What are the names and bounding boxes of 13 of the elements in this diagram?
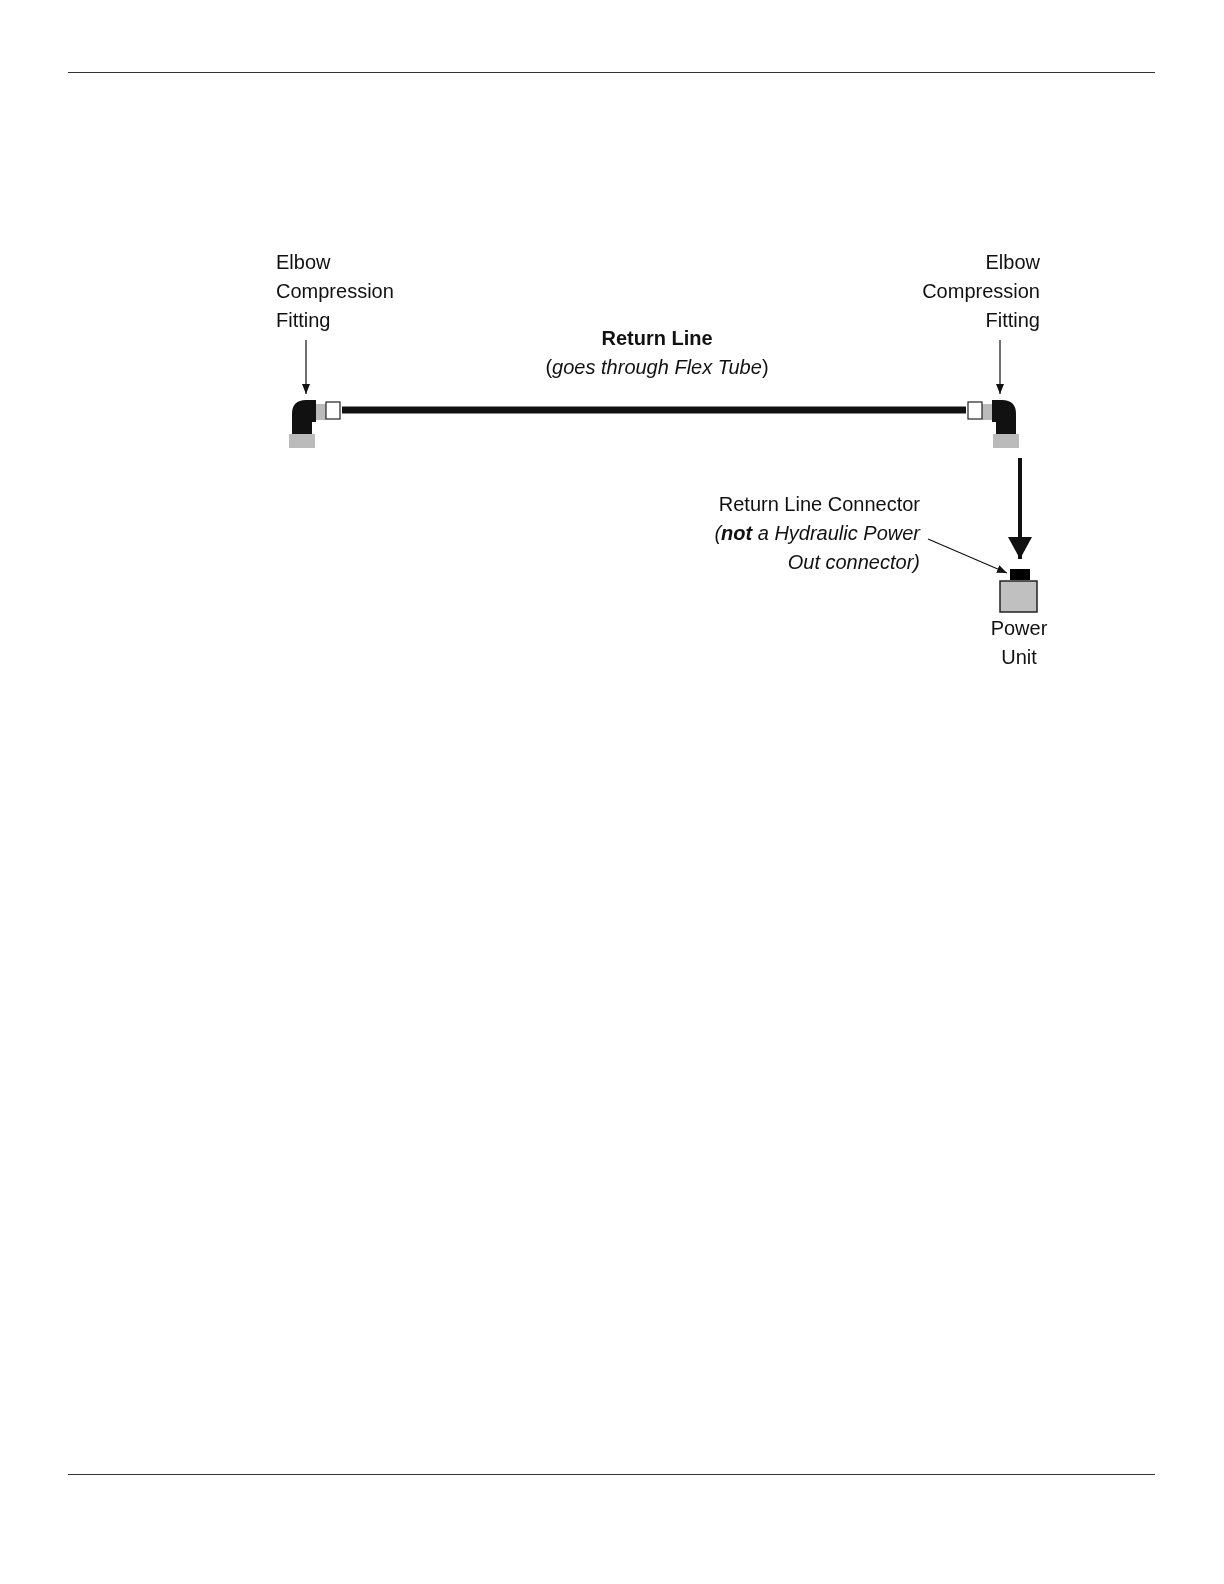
arrow <box>302 339 310 395</box>
callout-label: (not a Hydraulic Power Out connector) <box>713 521 920 575</box>
connector-block <box>1010 569 1030 580</box>
return-line-tube <box>342 406 966 414</box>
line-label: (goes through Flex Tube) <box>544 355 770 380</box>
callout-label: Elbow Compression Fitting <box>921 250 1040 333</box>
arrow <box>1008 458 1032 559</box>
callout-label: Return Line Connector <box>717 492 920 517</box>
arrow <box>996 339 1004 395</box>
callout-label: Elbow Compression Fitting <box>276 250 395 333</box>
callout-label: Power Unit <box>990 616 1048 670</box>
leader-line <box>927 538 1008 574</box>
line-label: Return Line <box>600 326 714 351</box>
